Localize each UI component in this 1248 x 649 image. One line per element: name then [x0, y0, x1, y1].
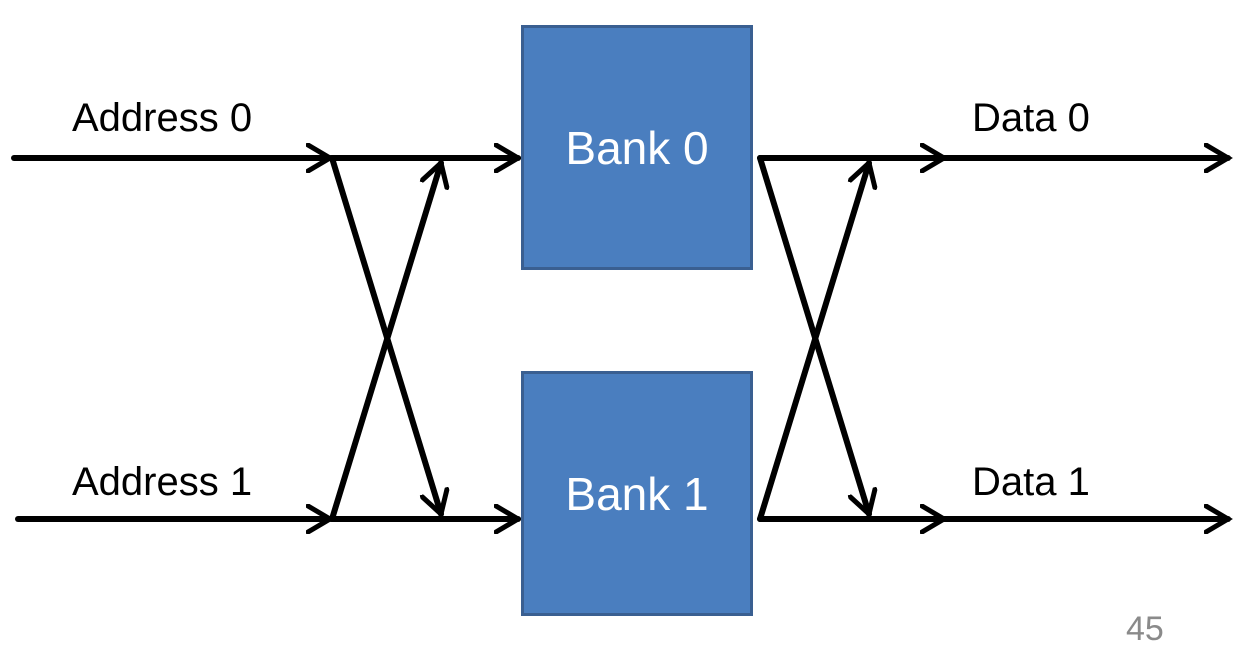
bank-0-label: Bank 0	[565, 121, 709, 174]
bank-1-to-data-0-cross-arrow	[757, 163, 869, 522]
bank-0-box: Bank 0	[521, 25, 753, 270]
address-0-label: Address 0	[72, 96, 253, 140]
address-1-to-bank-0-cross-arrow	[329, 163, 441, 522]
data-0-label: Data 0	[972, 96, 1090, 140]
data-1-label: Data 1	[972, 460, 1090, 504]
address-1-label: Address 1	[72, 460, 253, 504]
bank-1-box: Bank 1	[521, 371, 753, 616]
bank-interleave-diagram	[11, 0, 1248, 630]
bank-1-label: Bank 1	[565, 467, 709, 520]
